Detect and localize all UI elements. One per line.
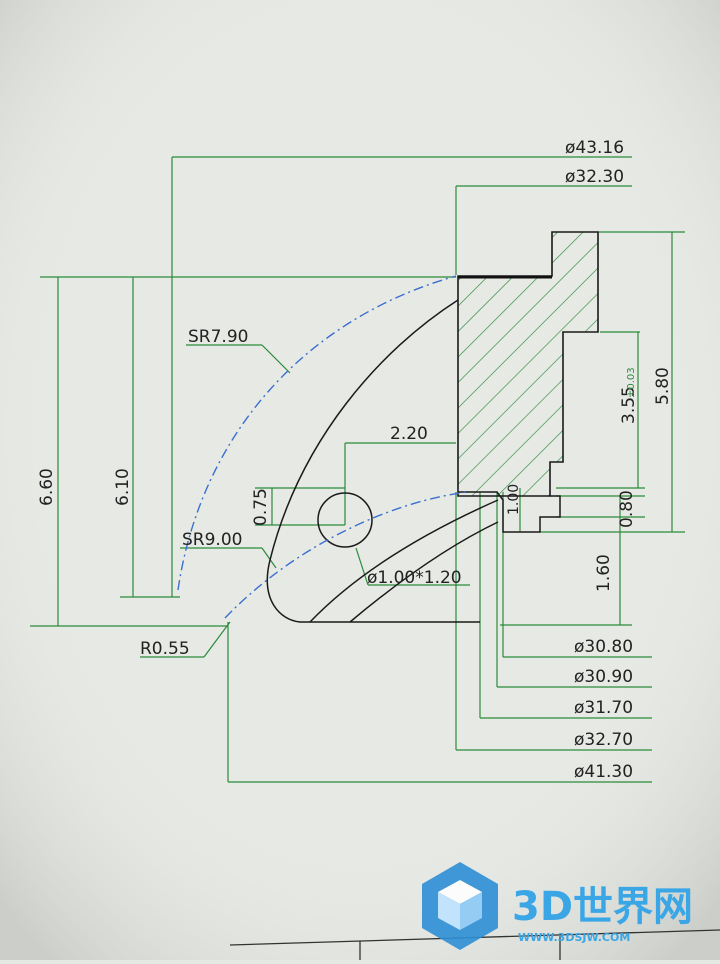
dim-hole: ø1.00*1.20 <box>367 568 462 588</box>
cube-logo-icon <box>422 862 498 950</box>
dim-sr9-00: SR9.00 <box>182 530 242 550</box>
hole-circle <box>317 492 373 548</box>
dim-3-55: 3.55 <box>619 386 639 424</box>
dim-6-60: 6.60 <box>37 468 57 506</box>
dim-dia-32-70: ø32.70 <box>574 730 633 750</box>
dim-1-00: 1.00 <box>506 484 522 515</box>
dim-dia-43-16: ø43.16 <box>565 138 624 158</box>
arc-sr9-00 <box>224 491 469 619</box>
outer-arc <box>266 299 480 623</box>
dim-dia-30-80: ø30.80 <box>574 637 633 657</box>
dim-5-80: 5.80 <box>653 367 673 405</box>
watermark-brand: 3D世界网 <box>512 884 693 930</box>
dim-dia-30-90: ø30.90 <box>574 667 633 687</box>
dim-2-20: 2.20 <box>390 424 428 444</box>
dim-1-60: 1.60 <box>594 554 614 592</box>
dim-sr7-90: SR7.90 <box>188 327 248 347</box>
dim-dia-41-30: ø41.30 <box>574 762 633 782</box>
dim-6-10: 6.10 <box>113 468 133 506</box>
watermark-url: WWW.3DSJW.COM <box>518 931 630 944</box>
arc-sr7-90 <box>177 275 457 591</box>
groove-profile <box>458 491 561 533</box>
dim-dia-31-70: ø31.70 <box>574 698 633 718</box>
dim-r0-55: R0.55 <box>140 639 190 659</box>
hatched-section <box>457 231 599 497</box>
dim-tolerance: ±0.03 <box>626 367 637 398</box>
dim-0-80: 0.80 <box>617 490 637 528</box>
dimension-lines <box>30 156 685 783</box>
watermark: 3D世界网 WWW.3DSJW.COM <box>422 862 693 950</box>
dim-0-75: 0.75 <box>251 488 271 526</box>
dim-dia-32-30: ø32.30 <box>565 167 624 187</box>
